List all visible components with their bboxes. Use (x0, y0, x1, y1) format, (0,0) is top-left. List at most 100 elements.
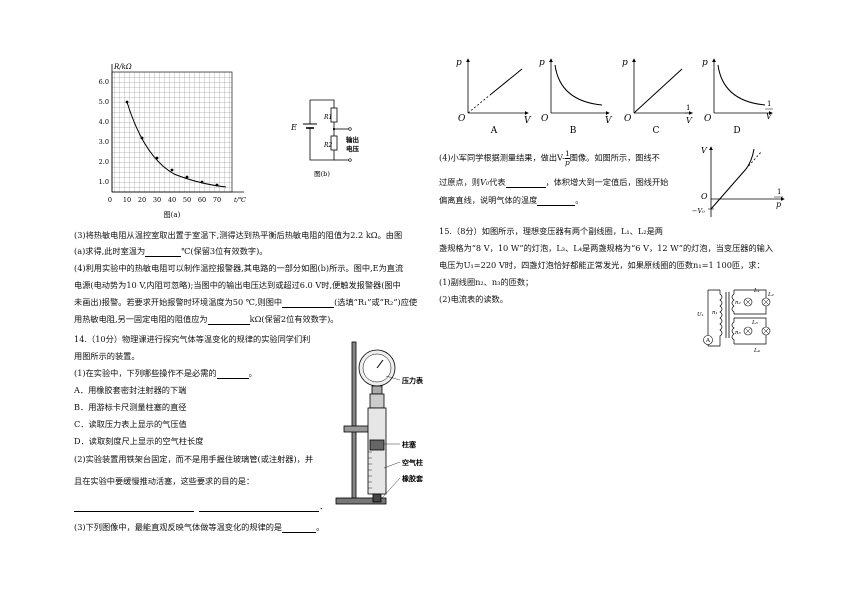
answer-blank-q14-1[interactable] (216, 378, 249, 379)
q14-s2-line2: 且在实验中要缓慢推动活塞，这些要求的目的是： (74, 476, 255, 486)
svg-text:−V₀: −V₀ (692, 207, 705, 215)
q15-line3: 电压为U₁=220 V时，四盏灯泡恰好都能正常发光，如果原线圈的匝数n₁=1 1… (439, 260, 765, 270)
label-air: 空气柱 (402, 458, 423, 467)
stand-base (335, 497, 387, 505)
data-point (215, 183, 219, 187)
q14-option-d[interactable]: D．读取刻度尺上显示的空气柱长度 (74, 436, 204, 446)
svg-text:1: 1 (767, 100, 771, 108)
svg-text:O: O (458, 114, 466, 124)
x-tick: 0 (108, 196, 112, 204)
y-axis-label: R/kΩ (113, 63, 132, 71)
svg-text:n₃: n₃ (735, 330, 741, 336)
answer-blank-v0[interactable] (505, 187, 546, 188)
graph-letter-c[interactable]: C (653, 126, 660, 136)
q13-part4-line3: 未画出)报警。若要求开始报警时环境温度为50 ℃,则图中(选填“R₁”或“R₂”… (74, 297, 418, 308)
svg-text:n₁: n₁ (712, 310, 718, 316)
answer-blank-q14-3[interactable] (282, 532, 317, 533)
data-point (200, 180, 204, 184)
label-rubber: 橡胶套 (402, 474, 424, 483)
q14-4-line2: 过原点，则V₀代表，体积增大到一定值后，图线开始 (439, 177, 669, 188)
connector (369, 393, 385, 409)
q14-option-c[interactable]: C．读取压力表上显示的气压值 (74, 419, 187, 429)
primary-coil (719, 290, 723, 338)
graph-letter-d[interactable]: D (733, 126, 740, 136)
label-r2: R2 (323, 142, 333, 149)
answer-blank-q14-2b[interactable] (199, 511, 320, 512)
q14-intro-line2: 用图所示的装置。 (74, 351, 140, 361)
svg-text:V: V (766, 112, 773, 121)
q14-s3: (3)下列图像中，最能直观反映气体做等温变化的规律的是。 (74, 522, 325, 533)
y-tick: 6.0 (99, 78, 109, 86)
svg-text:1: 1 (777, 188, 781, 196)
graph-b: p O V B (539, 58, 613, 136)
y-tick: 5.0 (99, 98, 109, 106)
fig-a-caption: 图(a) (164, 211, 181, 219)
answer-blank-temperature[interactable] (537, 205, 576, 206)
secondary-coil-n2 (731, 290, 735, 314)
svg-text:L₁: L₁ (753, 288, 760, 294)
graph-d: p O 1 V D (702, 58, 773, 136)
svg-text:O: O (704, 114, 712, 124)
r-t-curve (126, 101, 227, 188)
svg-text:p: p (776, 200, 781, 209)
plunger (369, 439, 385, 451)
q13-part4-line1: (4)利用实验中的热敏电阻可以制作温控报警器,其电路的一部分如图(b)所示。图中… (74, 263, 404, 273)
q14-s2-line1: (2)实验装置用铁架台固定，而不是用手握住玻璃管(或注射器)，并 (74, 454, 314, 464)
y-tick: 4.0 (99, 118, 109, 126)
q14-4-line3: 偏离直线，说明气体的温度。 (439, 195, 584, 206)
data-point (185, 175, 189, 179)
svg-text:A: A (705, 338, 711, 344)
svg-text:p: p (456, 58, 462, 68)
figure-a-graph: R/kΩ 6.0 5.0 4.0 3.0 2.0 1.0 0 10 20 30 … (99, 63, 247, 219)
q14-intro-line1: 14.（10分）物理课进行探究气体等温变化的规律的实验同学们利 (74, 334, 311, 344)
svg-text:U₁: U₁ (697, 312, 704, 318)
x-tick: 20 (138, 196, 146, 204)
svg-text:O: O (541, 114, 549, 124)
q15-q2: (2)电流表的读数。 (439, 294, 508, 304)
graph-letter-a[interactable]: A (490, 126, 498, 136)
svg-text:O: O (624, 114, 632, 124)
graph-grid (111, 71, 233, 193)
x-tick: 40 (168, 196, 176, 204)
label-r1: R1 (323, 114, 332, 121)
q14-option-b[interactable]: B．用游标卡尺测量柱塞的直径 (74, 402, 187, 412)
x-tick: 60 (198, 196, 206, 204)
figure-b-circuit: E R1 R2 输出 电压 图(b) (290, 99, 360, 178)
syringe-barrel (367, 407, 387, 495)
graph-a: p O V A (456, 58, 532, 136)
answer-blank-q14-2a[interactable] (74, 511, 194, 512)
data-point (155, 156, 159, 160)
q14-option-a[interactable]: A．用橡胶套密封注射器的下端 (74, 385, 187, 395)
q13-part4-line2: 电源(电动势为10 V,内阻可忽略);当图中的输出电压达到或超过6.0 V时,便… (74, 280, 401, 290)
graph-letter-b[interactable]: B (570, 126, 577, 136)
svg-text:L₂: L₂ (767, 292, 774, 298)
label-e: E (290, 123, 297, 132)
gas-law-apparatus: 压力表 柱塞 空气柱 橡胶套 (335, 341, 424, 505)
x-axis-label: t/℃ (234, 196, 247, 204)
graph-c: p O 1 V C (622, 58, 693, 136)
answer-blank-room-temp[interactable] (145, 256, 182, 257)
ammeter (703, 335, 713, 345)
x-tick: 10 (123, 196, 131, 204)
answer-blank-resistance[interactable] (207, 324, 250, 325)
svg-text:p: p (622, 58, 628, 68)
data-point (170, 168, 174, 172)
x-tick: 70 (213, 196, 221, 204)
svg-text:p: p (702, 58, 708, 68)
graphs-abcd: p O V A p O V B p O 1 V C p O 1 V D (456, 58, 773, 136)
y-tick: 3.0 (99, 138, 109, 146)
svg-text:V: V (686, 116, 693, 125)
output-terminal (348, 127, 352, 131)
svg-text:p: p (539, 58, 545, 68)
svg-text:O: O (701, 192, 708, 201)
svg-text:V: V (605, 116, 613, 126)
secondary-coil-n3 (731, 318, 735, 344)
q15-line2: 盏规格为“8 V，10 W”的灯泡，L₃、L₄是两盏规格为“6 V，12 W”的… (439, 243, 774, 253)
stand-rod (351, 341, 357, 503)
svg-text:V: V (524, 116, 532, 126)
v-inverse-p-graph: V O −V₀ 1 p (692, 146, 785, 217)
answer-blank-resistor[interactable] (282, 307, 335, 308)
